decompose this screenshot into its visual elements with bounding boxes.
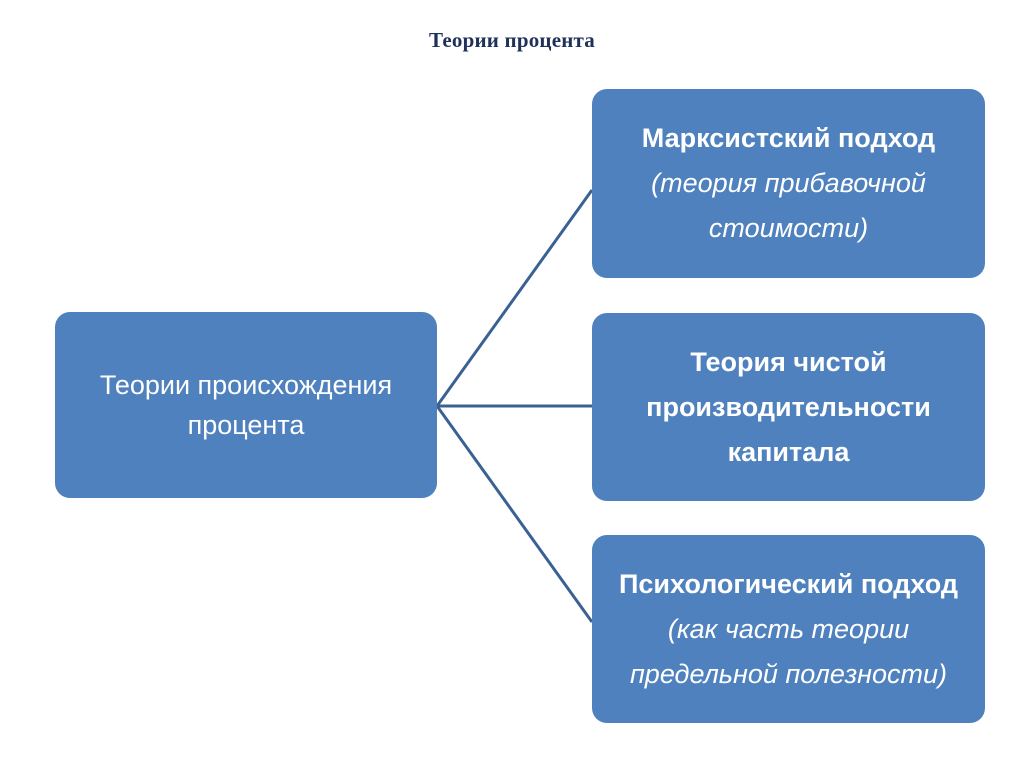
branch-node-2-label: Теория чистой производительности капитал… [608, 340, 969, 475]
connector-root-to-branch-1 [435, 189, 594, 407]
page-title: Теории процента [428, 28, 596, 52]
branch-node-marxist-approach[interactable]: Марксистский подход (теория прибавочной … [592, 89, 985, 278]
branch-node-3-italic-text: (как часть теории предельной полезности) [629, 613, 948, 689]
root-node-theories-of-interest-origin[interactable]: Теории происхождения процента [55, 312, 437, 498]
branch-node-3-label: Психологический подход (как часть теории… [608, 562, 969, 697]
branch-node-1-italic-text: (теория прибавочной стоимости) [651, 168, 926, 243]
branch-node-1-bold-text: Марксистский подход [641, 123, 936, 153]
connector-root-to-branch-3 [435, 405, 594, 623]
root-node-label: Теории происхождения процента [99, 370, 393, 440]
branch-node-2-bold-text: Теория чистой производительности капитал… [646, 346, 931, 467]
branch-node-psychological-approach[interactable]: Психологический подход (как часть теории… [592, 535, 985, 723]
branch-node-3-bold-text: Психологический подход [618, 568, 959, 599]
branch-node-1-label: Марксистский подход (теория прибавочной … [608, 116, 969, 251]
branch-node-pure-capital-productivity-theory[interactable]: Теория чистой производительности капитал… [592, 313, 985, 501]
